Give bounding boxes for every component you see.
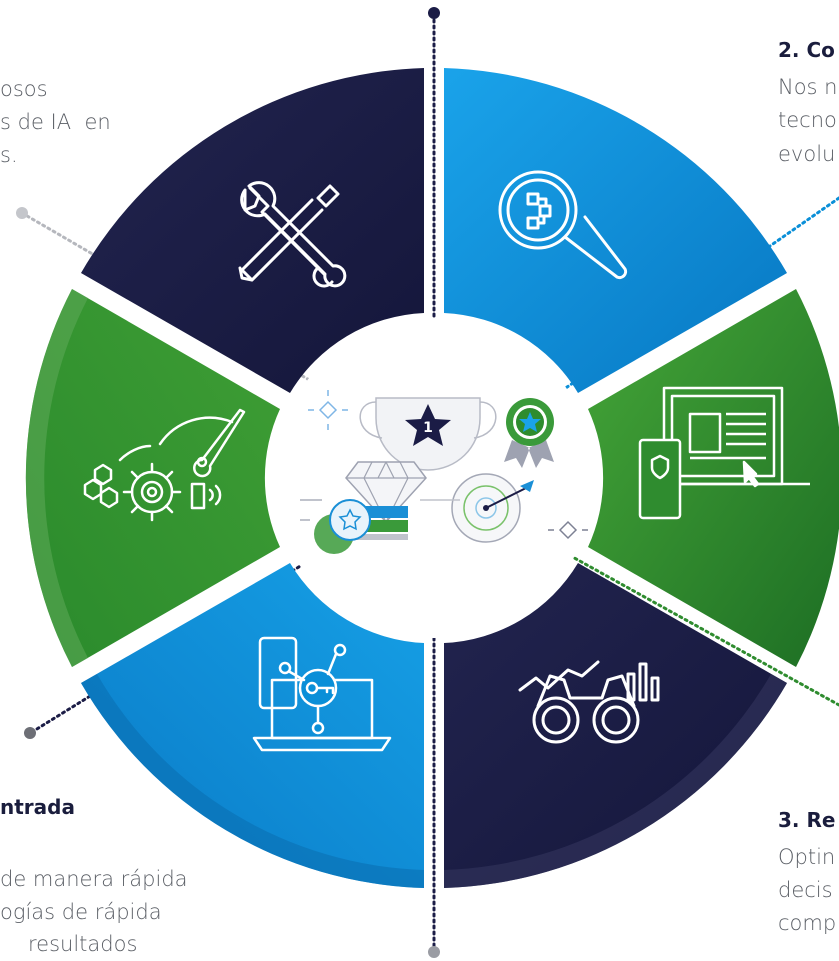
connector-dot-top <box>428 7 440 19</box>
bottom-right-text-line2: decis <box>778 878 833 902</box>
bottom-right-text-line1: Optin <box>778 845 836 869</box>
binoculars-chart-icon <box>518 660 660 744</box>
center-badge-number: 1 <box>423 420 433 436</box>
top-left-text-line1: osos <box>0 77 48 101</box>
left-segment-shade <box>25 289 88 667</box>
center-trophy-illustration: 1 <box>300 390 588 554</box>
segment-top-right <box>444 68 787 393</box>
segment-bottom-right <box>444 563 787 888</box>
connector-dot-top-left <box>16 207 28 219</box>
top-right-text-line1: Nos n <box>778 75 838 99</box>
segment-right <box>588 289 839 667</box>
connector-dot-bottom <box>428 946 440 958</box>
key-network-icon <box>252 636 392 752</box>
top-right-title: 2. Co <box>778 38 835 62</box>
bottom-left-text-line2: ogías de rápida <box>0 900 162 924</box>
top-left-text-line2: s de IA en <box>0 110 111 134</box>
bottom-right-text-line3: comp <box>778 911 837 935</box>
bottom-left-title: ntrada <box>0 795 75 819</box>
center-circle <box>274 318 594 638</box>
top-right-text-line3: evolu <box>778 142 836 166</box>
segment-left <box>25 289 280 667</box>
connector-dot-bottom-left <box>24 727 36 739</box>
gears-gauge-icon <box>83 408 246 522</box>
wheel-segments <box>25 68 839 888</box>
bottom-left-text-line1: de manera rápida <box>0 867 188 891</box>
bottom-right-title: 3. Re <box>778 808 836 832</box>
segment-top-left <box>81 68 424 393</box>
top-right-text-line2: tecno <box>778 108 837 132</box>
bottom-left-text-line3: resultados <box>28 932 138 956</box>
magnifier-icon <box>498 170 628 280</box>
wrench-screwdriver-icon <box>238 181 347 288</box>
top-left-text-line3: s. <box>0 143 18 167</box>
devices-icon <box>638 386 810 520</box>
